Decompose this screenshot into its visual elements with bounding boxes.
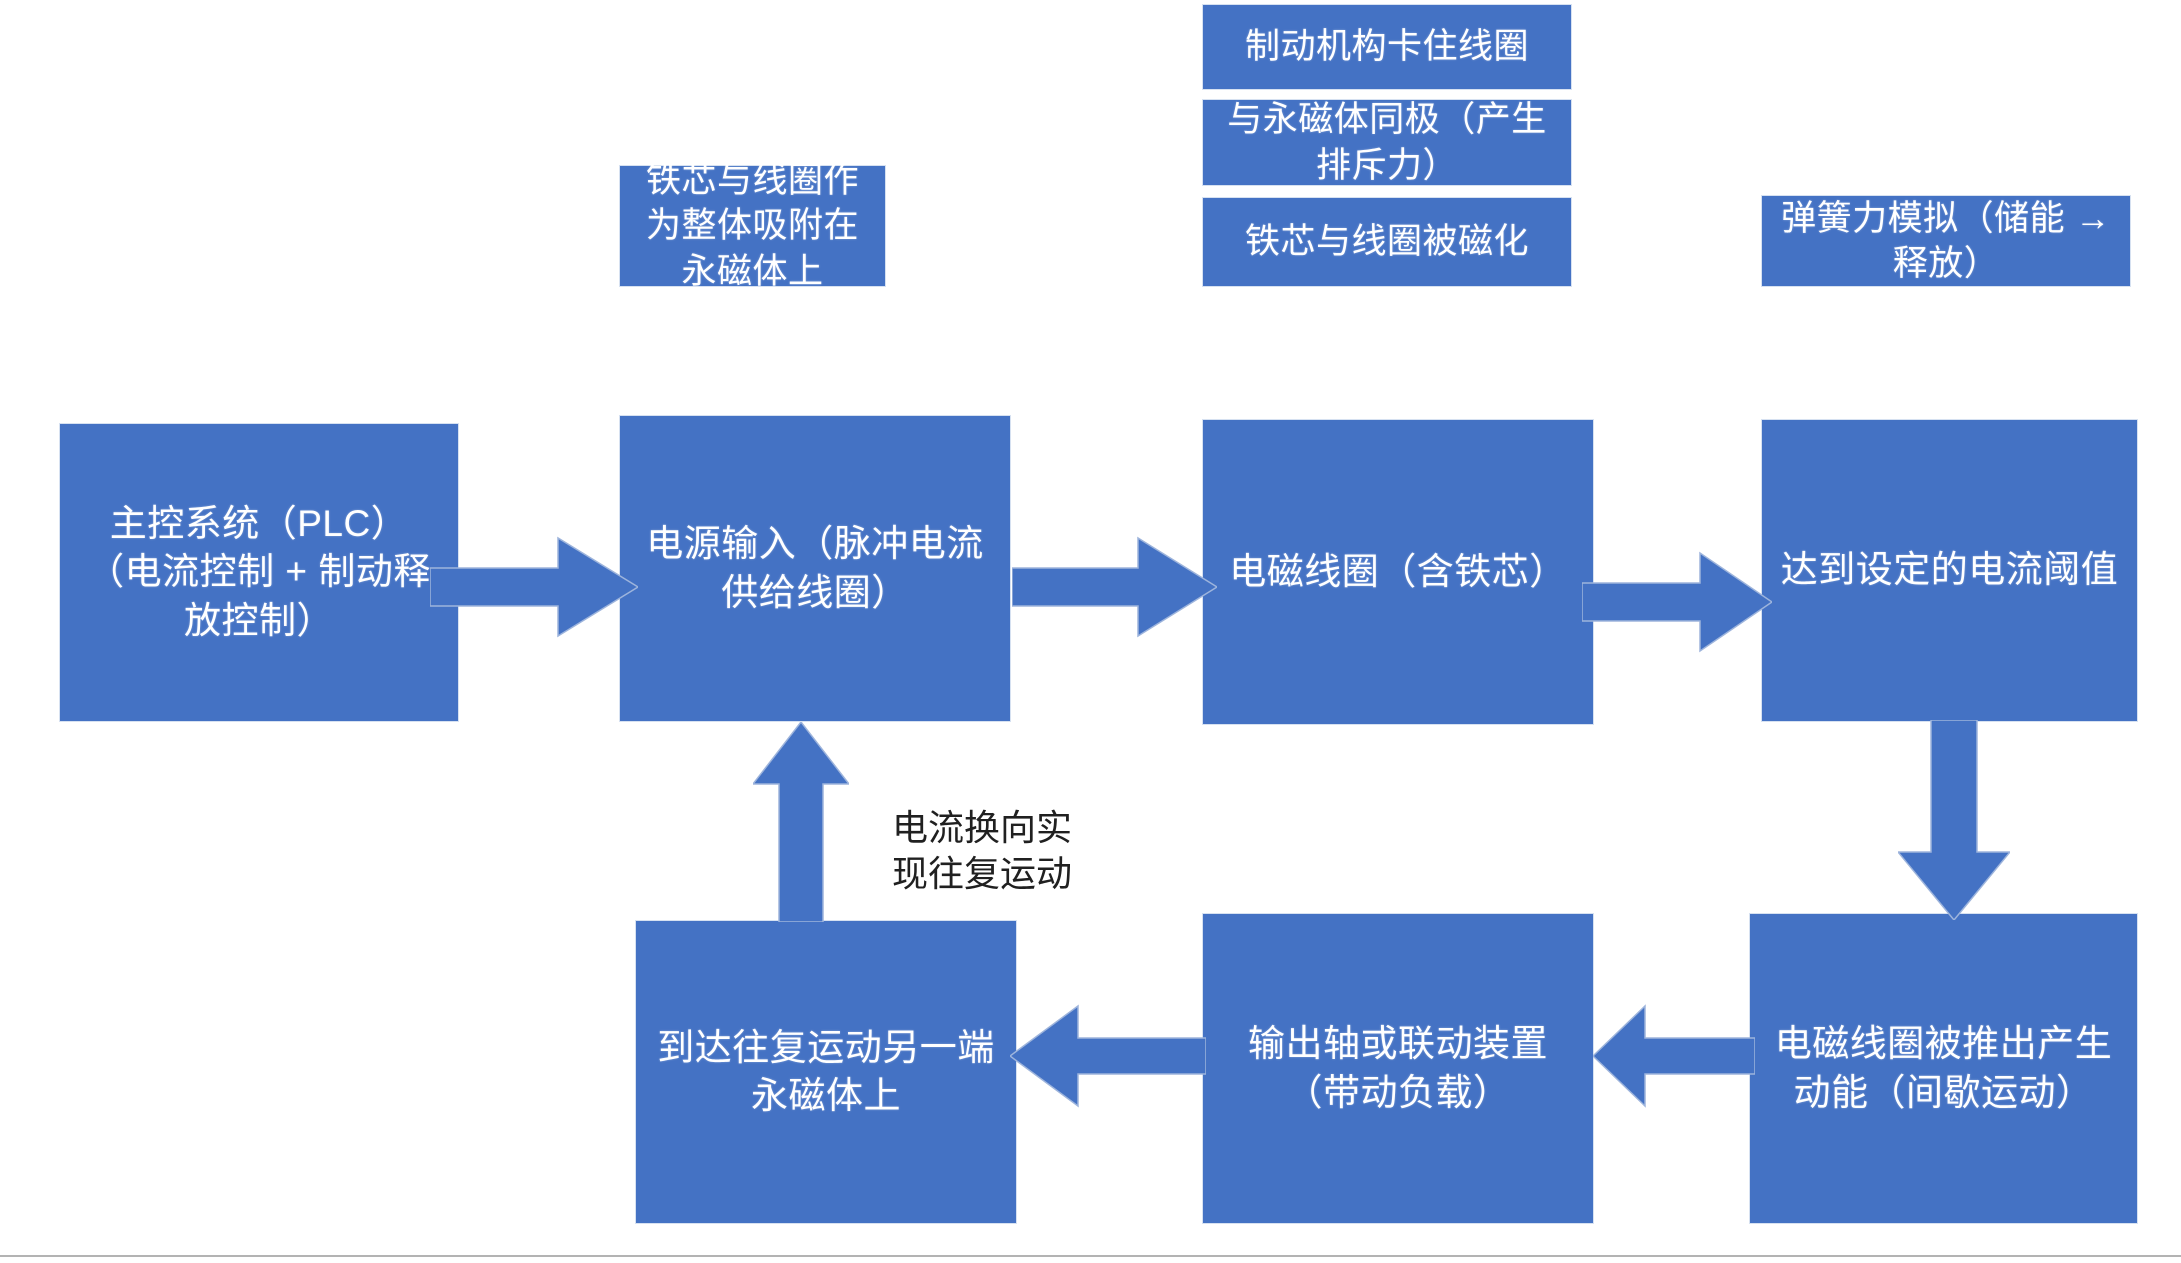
node-coil-pushed[interactable]: 电磁线圈被推出产生动能（间歇运动） bbox=[1750, 914, 2137, 1223]
node-coil-label: 电磁线圈（含铁芯） bbox=[1229, 550, 1567, 592]
arrow-threshold-to-pushed bbox=[1898, 720, 2010, 920]
arrow-pushed-to-output bbox=[1593, 1000, 1755, 1112]
node-plc-label: 主控系统（PLC） （电流控制 + 制动释放控制） bbox=[87, 503, 431, 641]
edge-label-reversing: 电流换向实 现往复运动 bbox=[891, 807, 1072, 895]
node-spring-sim-label: 弹簧力模拟（储能 → 释放） bbox=[1781, 198, 2111, 284]
arrow-output-to-other-end bbox=[1010, 1000, 1206, 1112]
node-reach-other-end[interactable]: 到达往复运动另一端永磁体上 bbox=[636, 921, 1016, 1223]
arrow-coil-to-threshold bbox=[1582, 547, 1772, 657]
node-magnetized[interactable]: 铁芯与线圈被磁化 bbox=[1203, 198, 1571, 286]
node-output-shaft[interactable]: 输出轴或联动装置（带动负载） bbox=[1203, 914, 1593, 1223]
node-magnetized-label: 铁芯与线圈被磁化 bbox=[1244, 222, 1529, 262]
node-threshold[interactable]: 达到设定的电流阈值 bbox=[1762, 420, 2137, 721]
node-core-attached-label: 铁芯与线圈作为整体吸附在永磁体上 bbox=[645, 160, 859, 291]
node-plc[interactable]: 主控系统（PLC） （电流控制 + 制动释放控制） bbox=[60, 424, 458, 721]
node-reach-other-end-label: 到达往复运动另一端永磁体上 bbox=[657, 1026, 995, 1116]
node-threshold-label: 达到设定的电流阈值 bbox=[1780, 549, 2119, 591]
node-brake-lock-label: 制动机构卡住线圈 bbox=[1244, 27, 1529, 67]
node-spring-sim[interactable]: 弹簧力模拟（储能 → 释放） bbox=[1762, 196, 2130, 286]
arrow-other-end-to-power bbox=[753, 722, 849, 922]
node-output-shaft-label: 输出轴或联动装置（带动负载） bbox=[1248, 1023, 1548, 1113]
arrow-plc-to-power bbox=[430, 532, 638, 642]
node-coil[interactable]: 电磁线圈（含铁芯） bbox=[1203, 420, 1593, 724]
node-power-input[interactable]: 电源输入（脉冲电流供给线圈） bbox=[620, 416, 1010, 721]
node-same-pole-label: 与永磁体同极（产生排斥力） bbox=[1227, 100, 1547, 185]
footer-divider bbox=[0, 1255, 2181, 1257]
node-brake-lock[interactable]: 制动机构卡住线圈 bbox=[1203, 5, 1571, 89]
arrow-power-to-coil bbox=[1012, 532, 1217, 642]
node-power-input-label: 电源输入（脉冲电流供给线圈） bbox=[646, 523, 984, 613]
node-coil-pushed-label: 电磁线圈被推出产生动能（间歇运动） bbox=[1774, 1023, 2113, 1113]
node-core-attached[interactable]: 铁芯与线圈作为整体吸附在永磁体上 bbox=[620, 161, 885, 291]
node-same-pole[interactable]: 与永磁体同极（产生排斥力） bbox=[1203, 100, 1571, 185]
